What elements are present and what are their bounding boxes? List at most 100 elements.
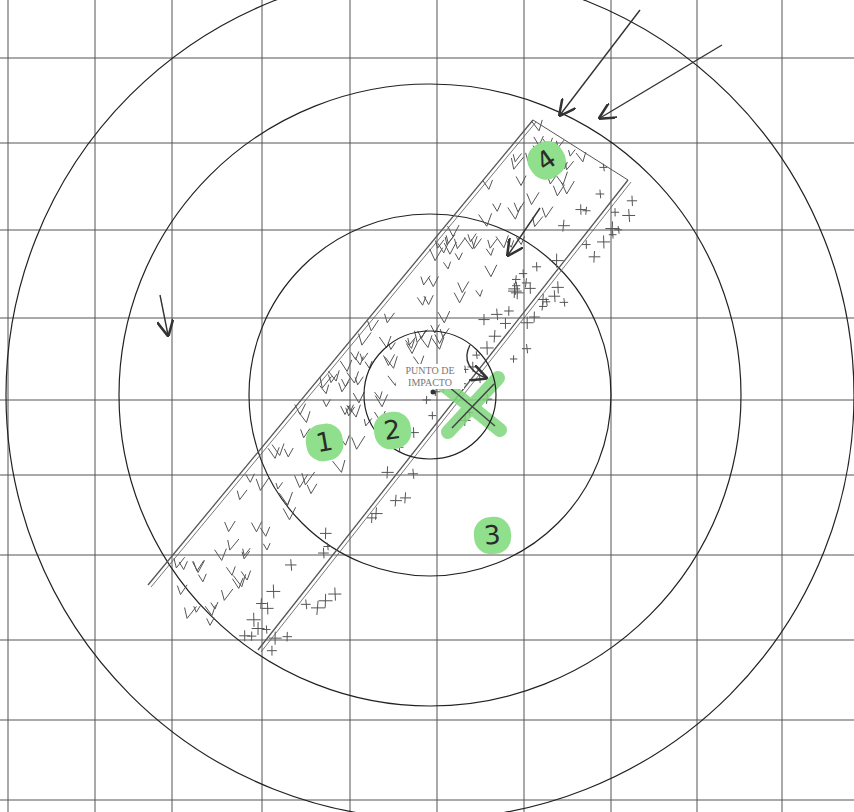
hatch-mark xyxy=(360,353,368,361)
hatch-mark xyxy=(226,566,235,575)
hatch-mark xyxy=(346,407,355,416)
hatch-mark xyxy=(500,318,511,329)
hatch-mark xyxy=(379,336,391,348)
hatch-mark xyxy=(283,507,296,520)
hatch-mark xyxy=(353,392,364,403)
band-line xyxy=(261,182,631,652)
hatch-mark xyxy=(207,618,215,626)
hatch-mark xyxy=(341,405,350,414)
hatch-mark xyxy=(542,207,553,218)
hatch-mark xyxy=(352,436,365,449)
hatch-mark xyxy=(285,559,296,570)
hatch-mark xyxy=(455,253,462,260)
hatch-mark xyxy=(355,356,363,364)
hatch-mark xyxy=(421,276,430,285)
hatch-mark xyxy=(507,240,514,247)
hatch-mark xyxy=(283,632,293,642)
hatch-mark xyxy=(198,574,206,582)
hatch-mark xyxy=(222,589,233,600)
hatch-mark xyxy=(225,521,236,532)
band-line xyxy=(258,180,628,650)
target-ring xyxy=(249,214,611,576)
callout-number: 2 xyxy=(371,409,412,450)
hatch-mark xyxy=(359,333,372,346)
grid xyxy=(8,0,782,812)
hatch-mark xyxy=(596,190,605,199)
hatch-mark xyxy=(519,269,527,277)
hatch-mark xyxy=(622,209,635,222)
hatch-mark xyxy=(486,248,493,255)
hatch-mark xyxy=(192,560,204,572)
hatch-mark xyxy=(351,352,359,360)
hatch-mark xyxy=(444,242,456,254)
hatch-mark xyxy=(319,594,333,608)
hatch-mark xyxy=(420,335,432,347)
hatch-mark xyxy=(489,330,501,342)
hatch-mark xyxy=(561,181,574,194)
hatch-mark xyxy=(458,281,469,292)
hatch-mark xyxy=(514,202,524,212)
hatch-mark xyxy=(301,599,311,609)
hatch-mark xyxy=(243,548,251,556)
hatch-mark xyxy=(435,333,445,343)
hatch-mark xyxy=(533,216,543,226)
hatch-mark xyxy=(508,206,521,219)
hatch-mark xyxy=(256,478,269,491)
hatch-mark xyxy=(480,341,494,355)
hatch-mark xyxy=(522,344,531,353)
hatch-mark xyxy=(504,306,514,316)
hatch-mark xyxy=(454,292,465,303)
hatch-mark xyxy=(262,625,270,633)
target-ring xyxy=(119,84,741,706)
grid-line xyxy=(0,475,854,476)
hatch-mark xyxy=(307,484,317,494)
hatch-mark xyxy=(560,298,569,307)
hatch-mark xyxy=(443,262,450,269)
hatch-mark xyxy=(558,220,570,232)
hatch-mark xyxy=(267,646,277,656)
hatch-mark xyxy=(263,543,270,550)
hatch-mark xyxy=(488,239,497,248)
hatch-mark xyxy=(614,226,622,234)
hatch-mark xyxy=(323,399,330,406)
grid-line xyxy=(0,720,854,721)
hatch-mark xyxy=(527,192,539,204)
direction-arrow xyxy=(160,295,168,335)
hatch-mark xyxy=(405,339,414,348)
circle-outline xyxy=(364,331,496,459)
hatch-mark xyxy=(256,598,267,609)
hatch-mark xyxy=(508,283,520,295)
hatch-mark xyxy=(375,394,387,406)
direction-arrow xyxy=(600,45,722,118)
hatch-mark xyxy=(247,613,261,627)
hatch-mark xyxy=(522,278,531,287)
grid-line xyxy=(0,640,854,641)
hatch-mark xyxy=(485,265,497,277)
hatch-mark xyxy=(279,492,292,505)
grid-line xyxy=(697,0,698,812)
hatch-mark xyxy=(283,499,290,506)
grid-line xyxy=(0,143,854,144)
hatch-mark xyxy=(194,606,201,613)
hatch-mark xyxy=(582,240,591,249)
hatch-mark xyxy=(179,561,187,569)
hatch-mark xyxy=(328,587,341,600)
hatch-mark xyxy=(553,185,564,196)
grid xyxy=(0,58,854,800)
hatch-mark xyxy=(599,164,607,172)
hatch-mark xyxy=(311,601,325,615)
grid-line xyxy=(172,0,173,812)
hatch-mark xyxy=(430,248,443,261)
hatch-mark xyxy=(295,404,306,415)
hatch-mark xyxy=(390,495,402,507)
hatch-mark xyxy=(512,275,521,284)
hatch-mark xyxy=(597,235,610,248)
hatch-mark xyxy=(448,225,460,237)
grid-line xyxy=(262,0,263,812)
band-line xyxy=(151,122,536,587)
hatch-mark xyxy=(368,320,379,331)
hatch-mark xyxy=(424,295,433,304)
